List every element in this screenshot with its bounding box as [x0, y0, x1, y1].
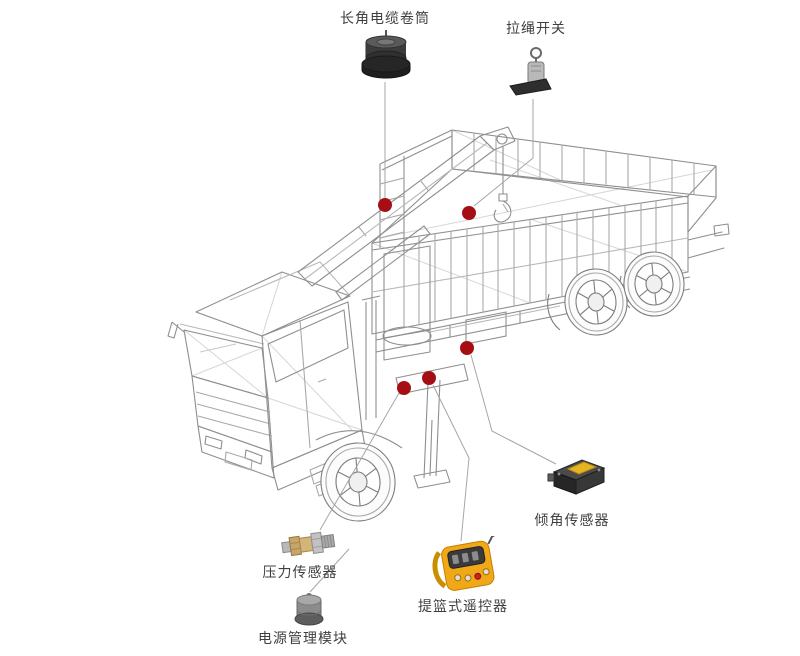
pressure-sensor-label: 压力传感器 [262, 564, 338, 580]
power-module-label: 电源管理模块 [258, 630, 348, 646]
component-marker [462, 206, 476, 220]
component-marker [378, 198, 392, 212]
pressure-sensor-icon [281, 531, 336, 557]
remote-control-icon [432, 536, 495, 591]
tilt-sensor-icon [547, 459, 606, 495]
leader-remote-control [432, 384, 470, 542]
component-marker [460, 341, 474, 355]
rear-wheels [547, 251, 685, 336]
chassis [375, 276, 691, 353]
pull-rope-switch-icon [509, 47, 552, 96]
remote-control-label: 提篮式遥控器 [418, 598, 508, 614]
power-module-icon [294, 593, 324, 626]
leader-tilt-sensor [470, 354, 557, 465]
component-marker [397, 381, 411, 395]
leader-pull-rope-switch [473, 99, 534, 207]
front-wheel [320, 442, 396, 522]
leader-power-module [309, 548, 350, 593]
component-marker [422, 371, 436, 385]
leader-pressure-sensor [319, 392, 400, 531]
cable-reel-label: 长角电缆卷筒 [340, 10, 430, 26]
tilt-sensor-label: 倾角传感器 [534, 512, 610, 528]
pull-rope-switch-label: 拉绳开关 [506, 20, 566, 36]
cable-reel-icon [361, 30, 411, 79]
